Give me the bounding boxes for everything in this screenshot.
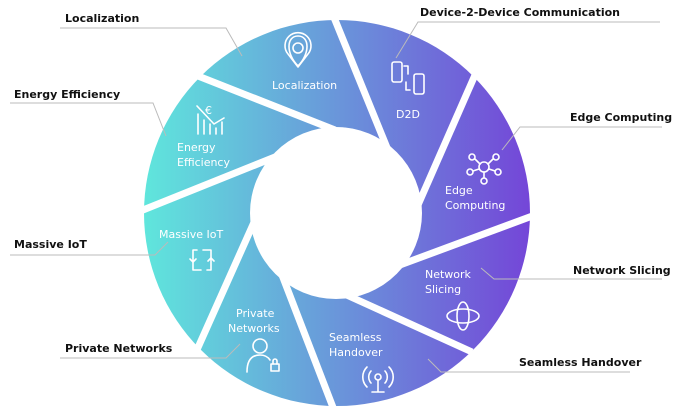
segment-localization-text: Localization [272, 79, 337, 92]
euro-chart-icon: € [196, 104, 225, 135]
user-lock-icon [246, 338, 280, 373]
segment-massive-iot-text: Massive IoT [159, 228, 223, 241]
label-private-networks: Private Networks [65, 342, 173, 355]
center-hole [250, 127, 422, 299]
segment-edge-text-2: Computing [445, 199, 505, 212]
sync-icon [189, 249, 215, 271]
orbit-icon [446, 301, 480, 331]
label-localization: Localization [65, 12, 139, 25]
label-device-2-device: Device-2-Device Communication [420, 6, 620, 19]
segment-energy-text-1: Energy [177, 141, 216, 154]
location-pin-icon [284, 31, 312, 68]
leader-lines [10, 21, 662, 373]
segment-seamless-text-1: Seamless [329, 331, 382, 344]
segment-energy-text-2: Efficiency [177, 156, 230, 169]
label-edge-computing: Edge Computing [570, 111, 672, 124]
antenna-icon [362, 366, 394, 393]
segment-network-text-2: Slicing [425, 283, 461, 296]
devices-icon [391, 61, 425, 95]
segment-private-text-1: Private [236, 307, 275, 320]
svg-text:€: € [205, 104, 212, 117]
segment-network-text-1: Network [425, 268, 472, 281]
label-massive-iot: Massive IoT [14, 238, 87, 251]
segment-d2d-text: D2D [396, 108, 420, 121]
label-network-slicing: Network Slicing [573, 264, 671, 277]
label-energy-efficiency: Energy Efficiency [14, 88, 120, 101]
segment-gaps [136, 13, 537, 412]
segment-private-text-2: Networks [228, 322, 280, 335]
segment-seamless-text-2: Handover [329, 346, 383, 359]
label-seamless-handover: Seamless Handover [519, 356, 642, 369]
segment-edge-text-1: Edge [445, 184, 473, 197]
network-hub-icon [466, 153, 502, 185]
